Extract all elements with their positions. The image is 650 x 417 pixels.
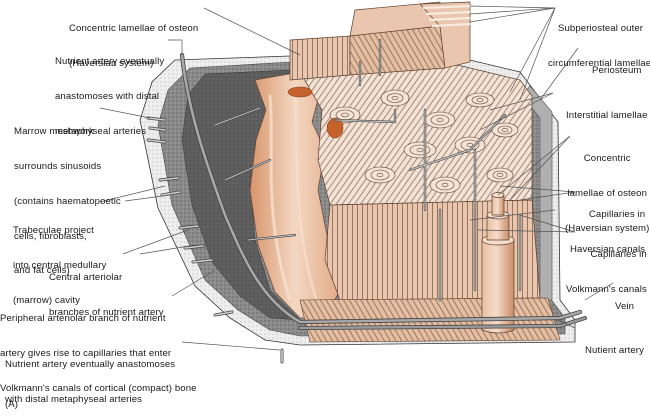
label-concentric-lamellae-top: Concentric lamellae of osteon (Haversian…	[69, 0, 198, 81]
label-line: cells, fibroblasts,	[14, 230, 87, 242]
leader-lines	[99, 5, 614, 351]
label-nutrient-artery-top: Nutrient artery eventually anastomoses w…	[55, 33, 164, 149]
label-interstitial-lamellae: Interstitial lamellae	[566, 87, 648, 133]
label-line: branches of nutrient artery	[49, 306, 164, 318]
label-peripheral-arteriolar: Peripheral arteriolar branch of nutrient…	[0, 290, 197, 406]
label-concentric-lamellae-right: Concentric lamellae of osteon (Haversian…	[565, 130, 649, 246]
label-line: Trabeculae project	[13, 225, 94, 237]
label-line: Volkmann's canals of cortical (compact) …	[0, 382, 197, 394]
label-line: (marrow) cavity	[13, 294, 81, 306]
label-periosteum: Periosteum	[592, 42, 642, 88]
label-line: surrounds sinusoids	[14, 160, 102, 172]
label-line: circumferential lamellae	[548, 57, 650, 69]
label-trabeculae: Trabeculae project into central medullar…	[13, 202, 106, 318]
label-line: Nutrient artery eventually	[55, 56, 165, 68]
label-capillaries-haversian: Capillaries in Haversian canals	[570, 186, 645, 267]
label-line: (contains haematopoetic	[14, 195, 121, 207]
label-line: Concentric	[583, 153, 631, 165]
label-marrow-meshwork: Marrow meshwork surrounds sinusoids (con…	[14, 103, 121, 289]
label-line: into central medullary	[13, 259, 107, 271]
blood-spot	[326, 117, 344, 139]
vessels	[146, 38, 587, 364]
osteon-rings	[329, 89, 519, 194]
label-line: Capillaries in	[590, 249, 647, 261]
label-line: Volkmann's canals	[566, 283, 647, 295]
label-line: Concentric lamellae of osteon	[69, 23, 199, 35]
panel-label: (A)	[5, 399, 19, 410]
label-line: Capillaries in	[588, 209, 646, 221]
label-line: metaphyseal arteries	[55, 125, 147, 137]
label-line: Interstitial lamellae	[566, 110, 648, 122]
label-nutrient-artery-bottom: Nutrient artery eventually anastomoses w…	[5, 336, 175, 417]
label-line: artery gives rise to capillaries that en…	[0, 347, 172, 359]
label-line: Haversian canals	[570, 243, 646, 255]
label-nutrient-artery: Nutient artery	[585, 322, 644, 368]
label-capillaries-volkmann: Capillaries in Volkmann's canals	[566, 226, 647, 307]
trabecula-highlight	[293, 84, 320, 306]
label-line: Periosteum	[592, 65, 642, 77]
label-line: lamellae of osteon	[567, 187, 648, 199]
label-line: with distal metaphyseal arteries	[5, 393, 143, 405]
label-line: (Haversian system)	[69, 57, 154, 69]
label-line: Nutrient artery eventually anastomoses	[5, 359, 176, 371]
label-central-arteriolar: Central arteriolar branches of nutrient …	[49, 249, 164, 330]
label-line: Central arteriolar	[49, 272, 123, 284]
label-line: (Haversian system)	[565, 222, 650, 234]
label-line: anastomoses with distal	[55, 90, 160, 102]
subperiosteal-lamellae-block	[289, 1, 471, 81]
trabecula-highlight	[268, 94, 292, 301]
label-line: and fat cells)	[14, 265, 70, 277]
label-line: Vein	[615, 301, 635, 313]
label-line: Marrow meshwork	[14, 126, 94, 138]
osteon-cylinder	[481, 192, 515, 334]
label-line: Peripheral arteriolar branch of nutrient	[0, 313, 166, 325]
label-vein: Vein	[615, 278, 634, 324]
blood-spot	[287, 86, 313, 98]
label-subperiosteal-lamellae: Subperiosteal outer circumferential lame…	[548, 0, 650, 81]
label-line: Nutient artery	[585, 345, 644, 357]
label-line: Subperiosteal outer	[558, 23, 644, 35]
